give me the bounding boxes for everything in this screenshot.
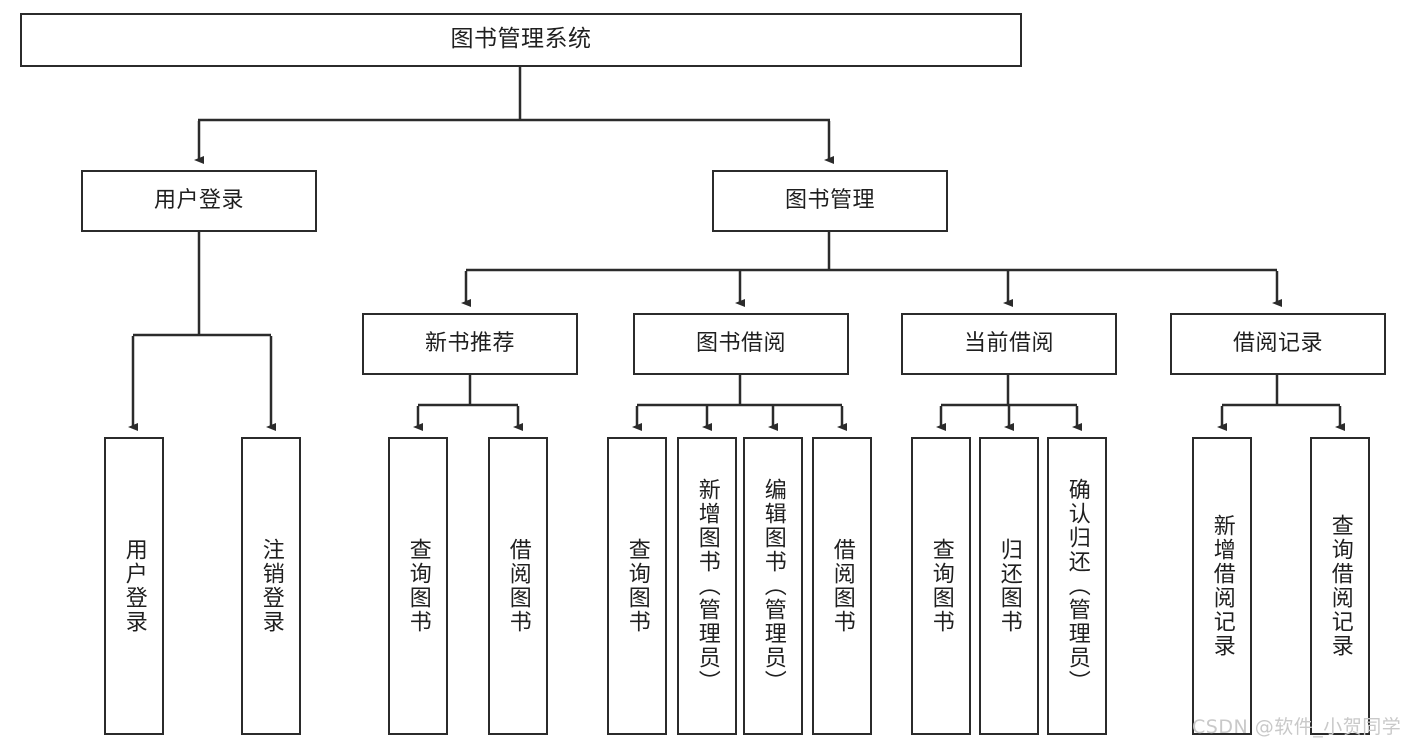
node-label: 查询图书 [624,538,650,634]
node-label: 图书借阅 [695,330,786,356]
node-label: 确认归还（管理员） [1064,478,1090,694]
node-current-borrow[interactable]: 当前借阅 [901,313,1117,375]
leaf-query-book-recommend[interactable]: 查询图书 [388,437,448,735]
node-label: 查询借阅记录 [1327,514,1353,658]
node-user-login[interactable]: 用户登录 [81,170,317,232]
node-label: 借阅图书 [829,538,855,634]
leaf-add-borrow-record[interactable]: 新增借阅记录 [1192,437,1252,735]
node-label: 查询图书 [928,538,954,634]
node-book-borrow[interactable]: 图书借阅 [633,313,849,375]
node-label: 图书管理系统 [450,26,592,53]
leaf-query-borrow-record[interactable]: 查询借阅记录 [1310,437,1370,735]
node-label: 图书管理 [784,187,875,213]
node-label: 新增图书（管理员） [694,478,720,694]
node-label: 借阅记录 [1232,330,1323,356]
node-label: 新书推荐 [424,330,515,356]
leaf-borrow-book-recommend[interactable]: 借阅图书 [488,437,548,735]
leaf-logout-login[interactable]: 注销登录 [241,437,301,735]
node-label: 当前借阅 [963,330,1054,356]
node-label: 注销登录 [258,538,284,634]
leaf-add-book-admin[interactable]: 新增图书（管理员） [677,437,737,735]
leaf-borrow-book[interactable]: 借阅图书 [812,437,872,735]
leaf-query-book-borrow[interactable]: 查询图书 [607,437,667,735]
node-label: 查询图书 [405,538,431,634]
node-label: 新增借阅记录 [1209,514,1235,658]
node-label: 用户登录 [121,538,147,634]
leaf-edit-book-admin[interactable]: 编辑图书（管理员） [743,437,803,735]
leaf-user-login[interactable]: 用户登录 [104,437,164,735]
node-label: 用户登录 [153,187,244,213]
leaf-confirm-return-admin[interactable]: 确认归还（管理员） [1047,437,1107,735]
leaf-query-book-current[interactable]: 查询图书 [911,437,971,735]
node-borrow-record[interactable]: 借阅记录 [1170,313,1386,375]
node-root-system[interactable]: 图书管理系统 [20,13,1022,67]
node-label: 编辑图书（管理员） [760,478,786,694]
node-new-book-recommend[interactable]: 新书推荐 [362,313,578,375]
node-label: 借阅图书 [505,538,531,634]
leaf-return-book[interactable]: 归还图书 [979,437,1039,735]
node-book-management[interactable]: 图书管理 [712,170,948,232]
csdn-watermark: CSDN @软件_小贺同学 [1192,716,1402,738]
node-label: 归还图书 [996,538,1022,634]
